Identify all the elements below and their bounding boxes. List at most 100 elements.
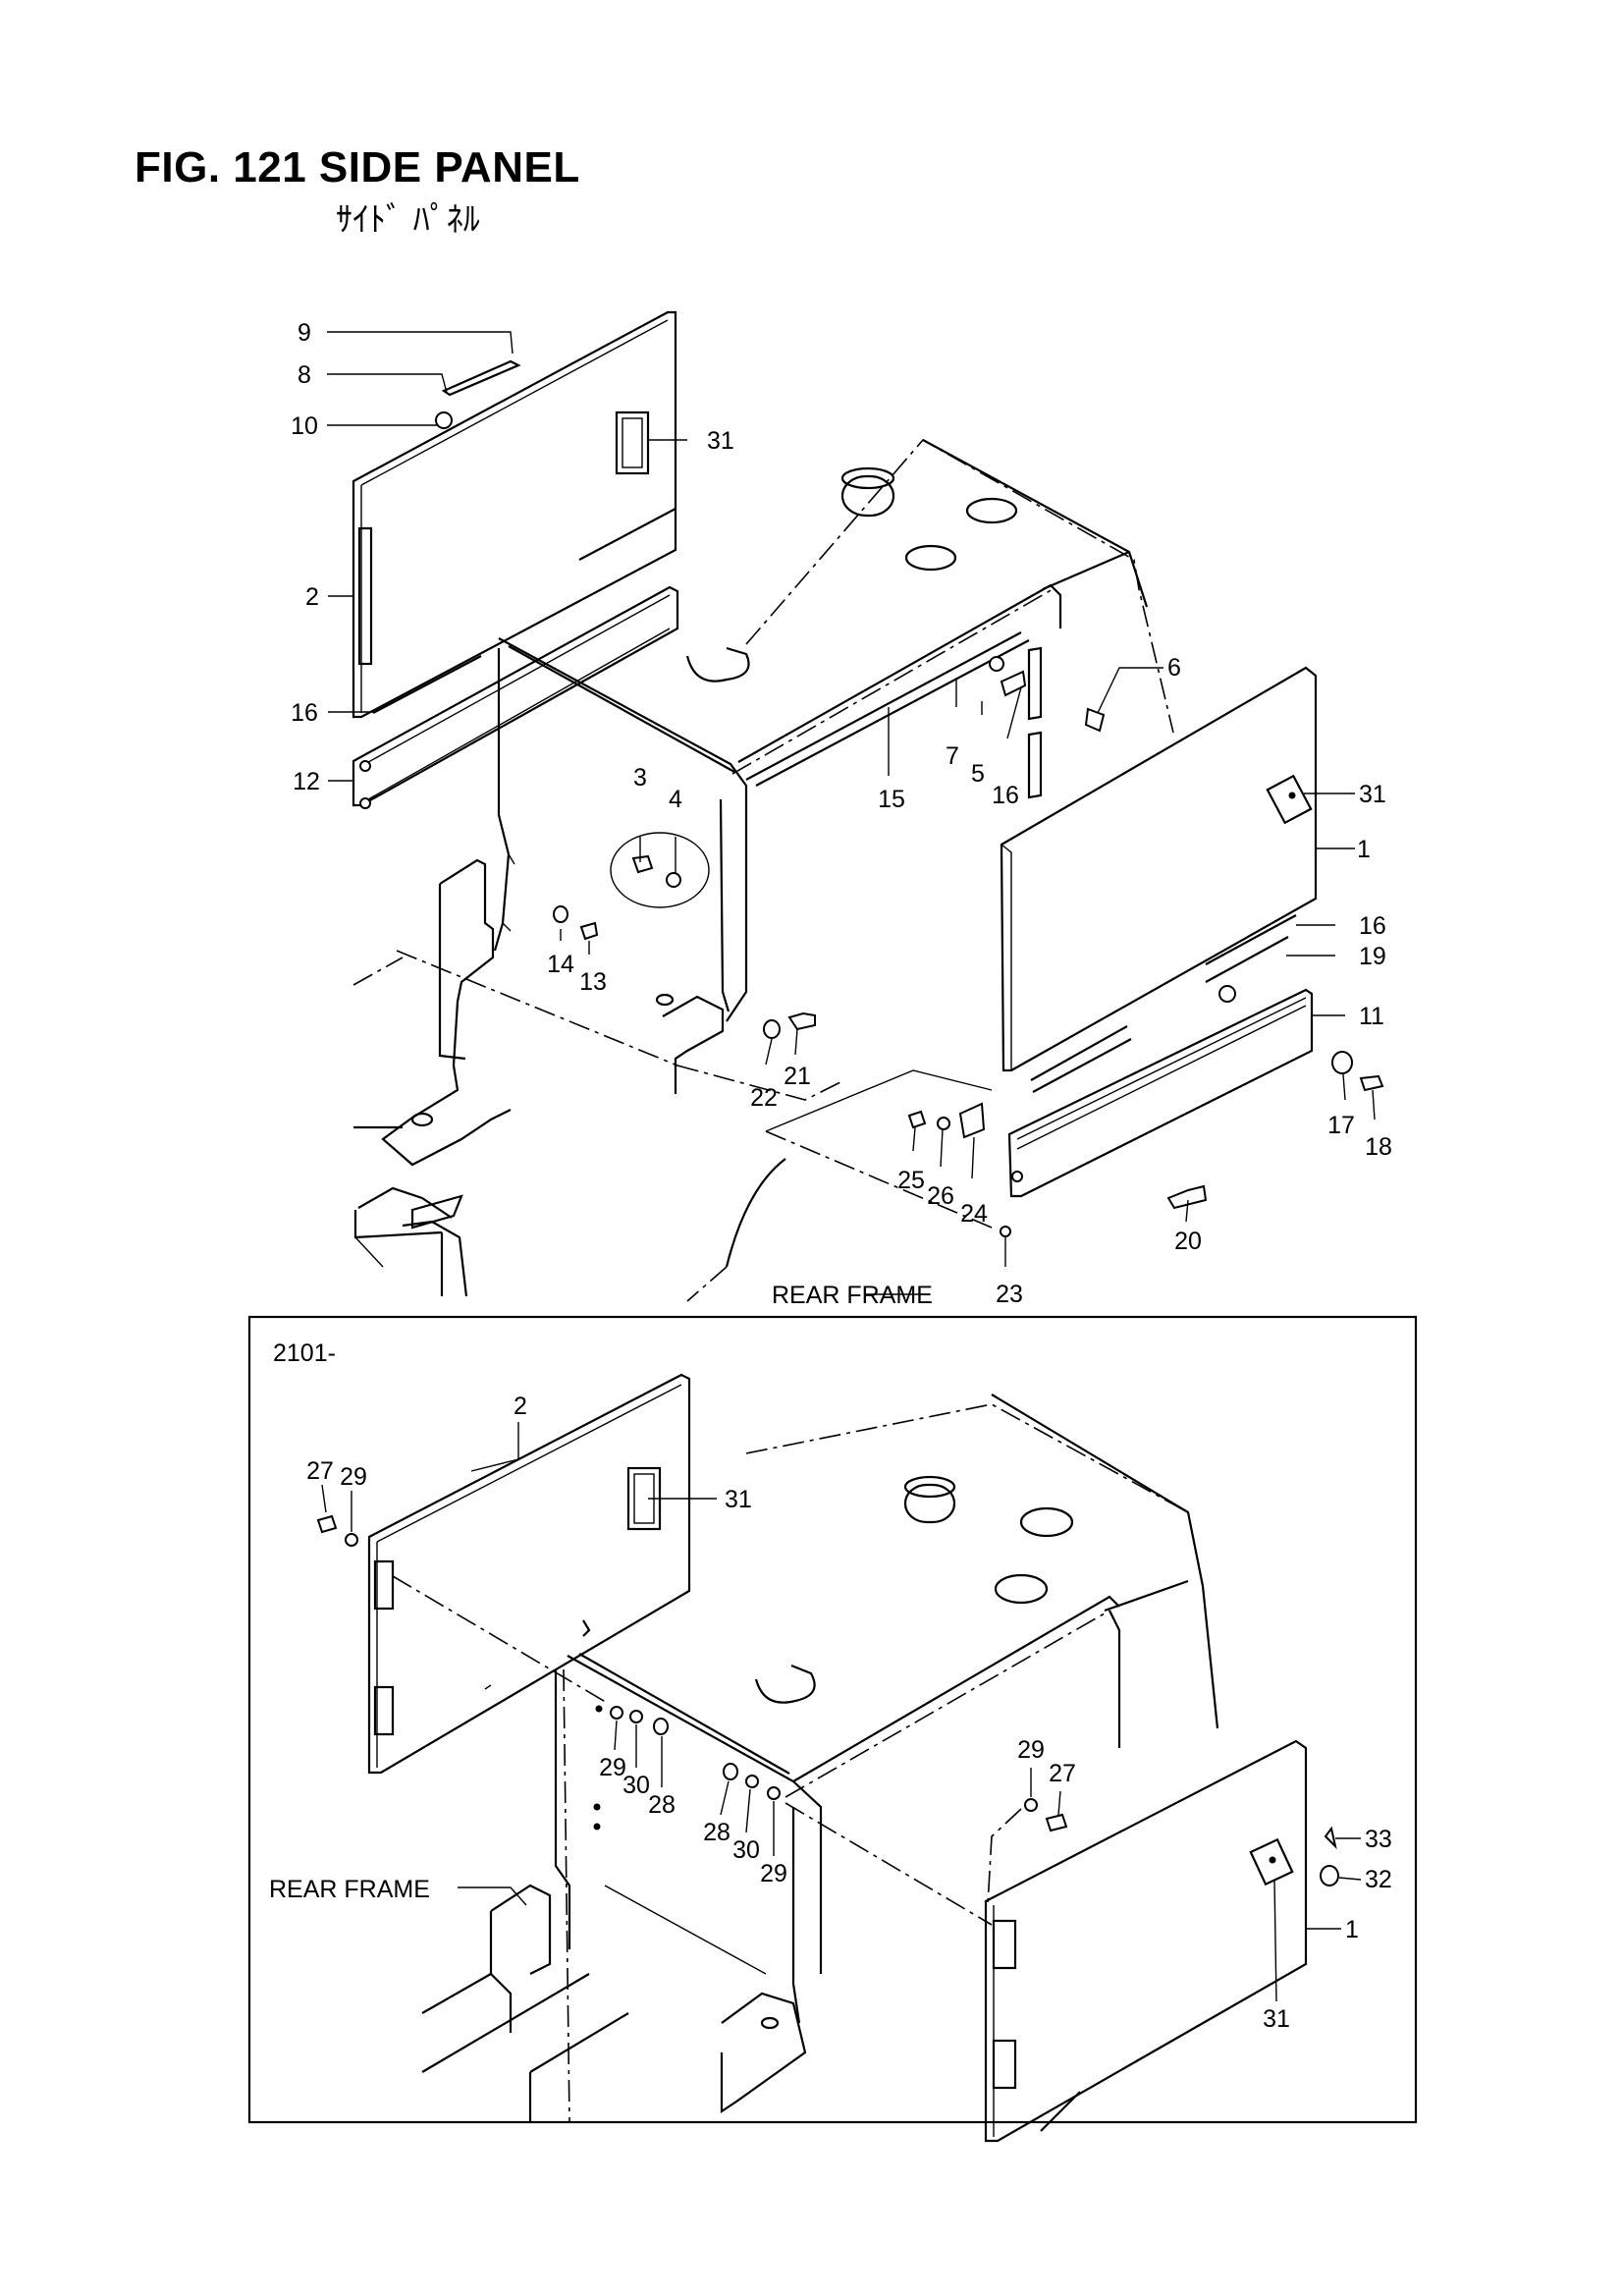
washer-30b bbox=[745, 1775, 759, 1788]
rod-16 bbox=[372, 508, 676, 714]
bolt-27-right bbox=[1045, 1813, 1068, 1832]
callout-23: 23 bbox=[996, 1281, 1023, 1308]
callout-l-30b: 30 bbox=[732, 1836, 760, 1864]
floor-plate bbox=[765, 1069, 993, 1132]
callout-l-29b: 29 bbox=[760, 1860, 787, 1887]
tank-body bbox=[352, 438, 1174, 1297]
washer-4 bbox=[666, 872, 681, 888]
callout-11: 11 bbox=[1359, 1003, 1384, 1030]
washer-26 bbox=[937, 1117, 950, 1130]
callout-2: 2 bbox=[305, 583, 319, 611]
upper-leaders bbox=[327, 331, 1376, 1295]
bracket-5 bbox=[1000, 670, 1027, 697]
callout-l-31b: 31 bbox=[1263, 2005, 1290, 2033]
callout-12: 12 bbox=[293, 768, 320, 795]
callout-10: 10 bbox=[291, 412, 318, 440]
callout-19: 19 bbox=[1359, 943, 1386, 970]
lower-callouts: 2 27 29 31 29 30 28 28 30 29 29 27 33 32… bbox=[269, 1393, 1392, 2033]
detail-frame bbox=[247, 1315, 1418, 2124]
right-side-panel bbox=[1000, 666, 1318, 1072]
channel-11 bbox=[1007, 985, 1314, 1198]
nut-7 bbox=[989, 656, 1004, 672]
bolt-18 bbox=[1359, 1074, 1384, 1092]
upper-exploded-view: 9 8 10 31 2 16 12 3 4 14 13 15 7 5 16 6 … bbox=[291, 310, 1392, 1309]
callout-l-29c: 29 bbox=[1017, 1736, 1045, 1764]
callout-l-28a: 28 bbox=[648, 1791, 676, 1819]
callout-18: 18 bbox=[1365, 1133, 1392, 1161]
callout-25: 25 bbox=[897, 1167, 925, 1194]
detail-circle bbox=[610, 832, 710, 908]
serial-label: 2101- bbox=[273, 1339, 336, 1367]
lower-right-panel bbox=[984, 1739, 1308, 2143]
callout-l-27b: 27 bbox=[1049, 1760, 1076, 1787]
figure-title: FIG. 121 SIDE PANEL bbox=[135, 143, 580, 191]
callout-l-29a: 29 bbox=[599, 1754, 626, 1781]
rod-16-19 bbox=[1205, 914, 1297, 983]
callout-l-31: 31 bbox=[725, 1486, 752, 1513]
callout-l-33: 33 bbox=[1365, 1826, 1392, 1853]
callout-14: 14 bbox=[547, 951, 574, 978]
callout-8: 8 bbox=[298, 361, 311, 389]
callout-6: 6 bbox=[1167, 654, 1181, 682]
part-22 bbox=[763, 1019, 781, 1039]
right-hinge-dash bbox=[987, 1808, 1022, 1906]
callout-l-29: 29 bbox=[340, 1463, 367, 1491]
bolt-27-left bbox=[316, 1514, 338, 1534]
callout-3: 3 bbox=[633, 764, 647, 792]
lock-32 bbox=[1320, 1865, 1339, 1886]
callout-26: 26 bbox=[927, 1182, 954, 1210]
upper-callouts: 9 8 10 31 2 16 12 3 4 14 13 15 7 5 16 6 … bbox=[291, 319, 1392, 1309]
part-21 bbox=[787, 1011, 816, 1031]
bolt-25 bbox=[907, 1110, 927, 1129]
callout-l-1: 1 bbox=[1345, 1916, 1359, 1943]
bolt-20 bbox=[1166, 1184, 1208, 1210]
hinge-dash bbox=[392, 1575, 993, 1926]
washer-29-left bbox=[345, 1533, 358, 1547]
upper-channel-12 bbox=[352, 585, 679, 809]
callout-22: 22 bbox=[750, 1084, 778, 1112]
bolt-3 bbox=[631, 854, 654, 874]
callout-24: 24 bbox=[960, 1200, 988, 1228]
washer-14 bbox=[553, 905, 568, 923]
callout-l-30a: 30 bbox=[622, 1772, 650, 1799]
figure-subtitle: ｻｲﾄﾞ ﾊﾟﾈﾙ bbox=[336, 200, 480, 240]
callout-7: 7 bbox=[946, 742, 959, 770]
callout-16: 16 bbox=[291, 699, 318, 727]
rear-frame-label-lower: REAR FRAME bbox=[269, 1876, 430, 1903]
washer-30a bbox=[629, 1710, 643, 1723]
nut-28a bbox=[653, 1718, 669, 1735]
callout-21: 21 bbox=[784, 1063, 811, 1090]
lower-left-panel bbox=[367, 1373, 691, 1775]
washer-29a bbox=[610, 1706, 623, 1720]
rod-lower bbox=[1030, 1025, 1132, 1093]
callout-l-28b: 28 bbox=[703, 1819, 730, 1846]
callout-16c: 16 bbox=[1359, 912, 1386, 940]
callout-17: 17 bbox=[1327, 1112, 1355, 1139]
callout-4: 4 bbox=[669, 786, 682, 813]
rod-15 bbox=[745, 631, 1030, 787]
ground-mark bbox=[1040, 2091, 1081, 2132]
lower-tank-body bbox=[421, 1394, 1219, 2122]
callout-l-2: 2 bbox=[514, 1393, 527, 1420]
bracket-24 bbox=[958, 1102, 986, 1139]
rod-16-vertical bbox=[1027, 646, 1043, 799]
part-17 bbox=[1331, 1051, 1353, 1074]
callout-16b: 16 bbox=[992, 782, 1019, 809]
callout-5: 5 bbox=[971, 760, 985, 788]
clip-33 bbox=[1324, 1826, 1337, 1850]
left-side-panel bbox=[352, 310, 677, 719]
rear-frame-curve bbox=[725, 1158, 786, 1268]
rear-frame-dash bbox=[686, 1266, 728, 1302]
nut-23 bbox=[1000, 1226, 1011, 1237]
washer-29b bbox=[767, 1786, 781, 1800]
callout-l-32: 32 bbox=[1365, 1866, 1392, 1893]
callout-31: 31 bbox=[707, 427, 734, 455]
rear-frame-label-upper: REAR FRAME bbox=[772, 1282, 933, 1309]
callout-l-27: 27 bbox=[306, 1457, 334, 1485]
callout-9: 9 bbox=[298, 319, 311, 347]
callout-31b: 31 bbox=[1359, 781, 1386, 808]
floor-line bbox=[765, 1130, 993, 1229]
bolt-6 bbox=[1084, 707, 1106, 733]
callout-13: 13 bbox=[579, 968, 607, 996]
